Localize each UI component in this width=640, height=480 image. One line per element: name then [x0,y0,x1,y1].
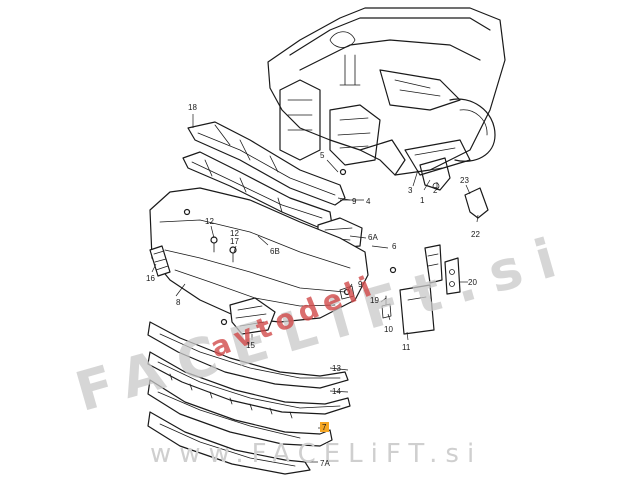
spoiler-lip-13 [147,321,349,389]
callout-1: 1 [420,196,425,205]
leader-lines [151,114,479,463]
callout-6: 6 [392,242,397,251]
callout-8: 8 [176,298,181,307]
side-grille-16 [149,245,171,277]
callout-15: 15 [246,341,255,350]
callout-3: 3 [408,186,413,195]
callout-18: 18 [188,103,197,112]
callout-6b: 6B [270,247,280,256]
callout-10: 10 [384,325,393,334]
callout-labels: 18 5 3 1 2 23 9 22 4 12 12 17 6B 6A 6 16… [146,103,480,468]
callout-12-right: 12 [230,229,239,238]
callout-7: 7 [322,423,327,432]
callout-6a: 6A [368,233,378,242]
callout-5: 5 [320,151,325,160]
callout-2: 2 [433,186,438,195]
car-body-front-end [267,7,506,176]
callout-9-lower: 9 [358,280,363,289]
callout-12-left: 12 [205,217,214,226]
callout-23: 23 [460,176,469,185]
bumper-carrier-4 [182,151,333,229]
lower-grille-15 [229,297,276,335]
lower-trim-7a [147,411,311,475]
watermark-bottom: www.FACELiFT.si [150,439,482,469]
callout-17: 17 [230,237,239,246]
highlight-callout-7 [320,422,329,432]
callout-11: 11 [402,343,411,352]
callout-9: 9 [352,197,357,206]
callout-19: 19 [370,296,379,305]
lower-trim-7 [147,379,333,447]
callout-16: 16 [146,274,155,283]
callout-20: 20 [468,278,477,287]
callout-7a: 7A [320,459,330,468]
bumper-cover-shell [149,187,369,323]
callout-22: 22 [471,230,480,239]
callout-4: 4 [366,197,371,206]
bumper-reinforcement-18 [187,121,346,206]
spoiler-lip-14 [147,351,351,419]
side-bracket-assembly [381,157,489,335]
callout-13: 13 [332,364,341,373]
callout-14: 14 [332,387,341,396]
